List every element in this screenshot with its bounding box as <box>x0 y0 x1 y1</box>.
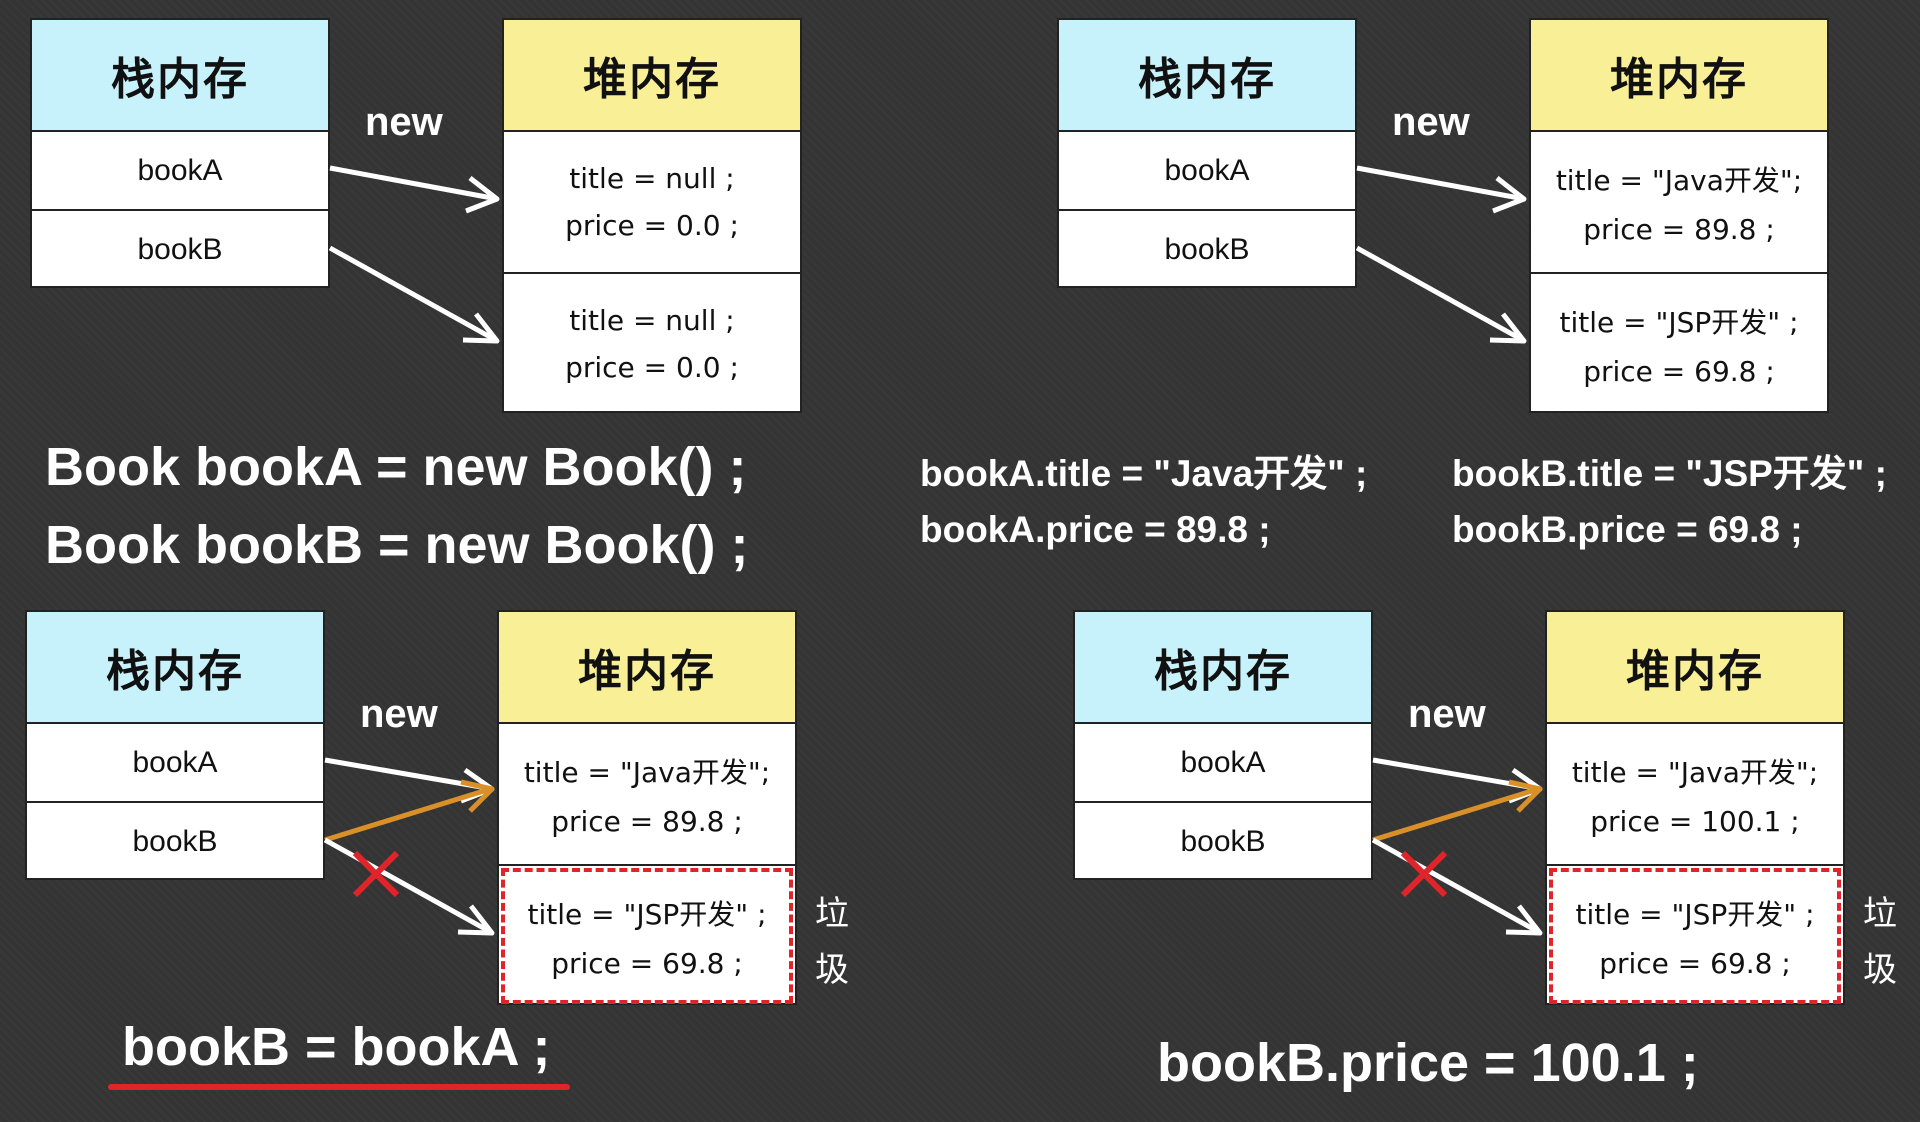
heap-header: 堆内存 <box>499 612 795 724</box>
object-title: title = null ; <box>569 304 735 337</box>
heap-object-2: title = null ; price = 0.0 ; <box>504 274 800 414</box>
heap-object-1: title = null ; price = 0.0 ; <box>504 132 800 274</box>
code-panel-2-right: bookB.title = "JSP开发" ; bookB.price = 69… <box>1452 446 1887 558</box>
stack-var-bookB: bookB <box>132 824 218 858</box>
arrow-bookA-to-object-1 <box>324 757 495 804</box>
code-line: bookB = bookA ; <box>122 1017 551 1077</box>
arrow-bookB-to-object-2-removed <box>323 837 495 936</box>
code-panel-3: bookB = bookA ; <box>122 1012 551 1082</box>
heap-header: 堆内存 <box>1531 20 1827 132</box>
stack-var-bookB: bookB <box>137 232 223 266</box>
code-line: Book bookB = new Book() ; <box>45 515 749 575</box>
object-title: title = "JSP开发" ; <box>527 897 767 931</box>
arrow-bookB-to-object-2 <box>1355 245 1527 344</box>
heap-object-1: title = "Java开发"; price = 89.8 ; <box>1531 132 1827 274</box>
heap-header: 堆内存 <box>504 20 800 132</box>
panel-1: 栈内存 bookA bookB new 堆内存 title = null ; p… <box>30 18 930 538</box>
code-line: bookB.price = 100.1 ; <box>1157 1033 1699 1093</box>
heap-object-1: title = "Java开发"; price = 89.8 ; <box>499 724 795 866</box>
heap-memory-box: 堆内存 title = null ; price = 0.0 ; title =… <box>502 18 802 413</box>
stack-var-bookA: bookA <box>32 132 328 211</box>
object-title: title = "Java开发"; <box>1555 163 1803 197</box>
new-label: new <box>1392 100 1470 144</box>
stack-memory-box: 栈内存 bookA bookB <box>25 610 325 880</box>
cross-icon <box>352 850 400 898</box>
object-title: title = null ; <box>569 162 735 195</box>
arrow-bookB-to-object-2 <box>328 245 500 344</box>
arrow-bookA-to-object-1 <box>1356 165 1527 214</box>
object-price: price = 69.8 ; <box>1599 946 1791 980</box>
code-panel-4: bookB.price = 100.1 ; <box>1157 1028 1699 1098</box>
heap-object-2-garbage: title = "JSP开发" ; price = 69.8 ; <box>1547 866 1843 1006</box>
new-label: new <box>365 100 443 144</box>
stack-memory-box: 栈内存 bookA bookB <box>1057 18 1357 288</box>
stack-var-bookB: bookB <box>1180 824 1266 858</box>
panel-3: 栈内存 bookA bookB new 堆内存 title = "Java开发"… <box>25 610 925 1122</box>
heap-header: 堆内存 <box>1547 612 1843 724</box>
arrow-bookB-reassigned-to-object-1 <box>324 779 495 843</box>
arrow-bookB-to-object-2-removed <box>1371 837 1543 936</box>
object-price: price = 0.0 ; <box>565 351 739 384</box>
panel-4: 栈内存 bookA bookB new 堆内存 title = "Java开发"… <box>1073 610 1920 1122</box>
new-label: new <box>1408 692 1486 736</box>
object-price: price = 89.8 ; <box>551 804 743 838</box>
heap-memory-box: 堆内存 title = "Java开发"; price = 89.8 ; tit… <box>1529 18 1829 413</box>
stack-header: 栈内存 <box>1059 20 1355 132</box>
panel-2: 栈内存 bookA bookB new 堆内存 title = "Java开发"… <box>1057 18 1920 538</box>
cross-icon <box>1400 850 1448 898</box>
arrow-bookB-reassigned-to-object-1 <box>1372 779 1543 843</box>
code-panel-2-left: bookA.title = "Java开发" ; bookA.price = 8… <box>920 446 1367 558</box>
heap-object-2-garbage: title = "JSP开发" ; price = 69.8 ; <box>499 866 795 1006</box>
code-line: bookA.title = "Java开发" ; <box>920 453 1368 494</box>
code-line: Book bookA = new Book() ; <box>45 437 747 497</box>
stack-header: 栈内存 <box>27 612 323 724</box>
stack-var-bookA: bookA <box>1075 724 1371 803</box>
stack-header: 栈内存 <box>1075 612 1371 724</box>
code-underline <box>108 1084 570 1090</box>
arrow-bookA-to-object-1 <box>1372 757 1543 804</box>
object-title: title = "JSP开发" ; <box>1575 897 1815 931</box>
stack-memory-box: 栈内存 bookA bookB <box>30 18 330 288</box>
object-price: price = 69.8 ; <box>551 946 743 980</box>
object-price: price = 69.8 ; <box>1583 354 1775 388</box>
stack-var-bookB: bookB <box>1164 232 1250 266</box>
object-title: title = "Java开发"; <box>523 755 771 789</box>
code-line: bookB.title = "JSP开发" ; <box>1452 453 1887 494</box>
stack-var-bookA: bookA <box>1059 132 1355 211</box>
object-title: title = "JSP开发" ; <box>1559 305 1799 339</box>
code-panel-1: Book bookA = new Book() ; Book bookB = n… <box>45 428 749 584</box>
garbage-label: 垃 圾 <box>815 894 849 990</box>
stack-var-bookA: bookA <box>27 724 323 803</box>
object-price: price = 100.1 ; <box>1590 804 1800 838</box>
stack-header: 栈内存 <box>32 20 328 132</box>
arrow-bookA-to-object-1 <box>329 165 500 214</box>
code-line: bookA.price = 89.8 ; <box>920 509 1271 550</box>
heap-memory-box: 堆内存 title = "Java开发"; price = 89.8 ; tit… <box>497 610 797 1005</box>
new-label: new <box>360 692 438 736</box>
object-title: title = "Java开发"; <box>1571 755 1819 789</box>
garbage-label: 垃 圾 <box>1863 894 1897 990</box>
object-price: price = 89.8 ; <box>1583 212 1775 246</box>
object-price: price = 0.0 ; <box>565 209 739 242</box>
code-line: bookB.price = 69.8 ; <box>1452 509 1803 550</box>
heap-memory-box: 堆内存 title = "Java开发"; price = 100.1 ; ti… <box>1545 610 1845 1005</box>
stack-memory-box: 栈内存 bookA bookB <box>1073 610 1373 880</box>
heap-object-1: title = "Java开发"; price = 100.1 ; <box>1547 724 1843 866</box>
heap-object-2: title = "JSP开发" ; price = 69.8 ; <box>1531 274 1827 414</box>
